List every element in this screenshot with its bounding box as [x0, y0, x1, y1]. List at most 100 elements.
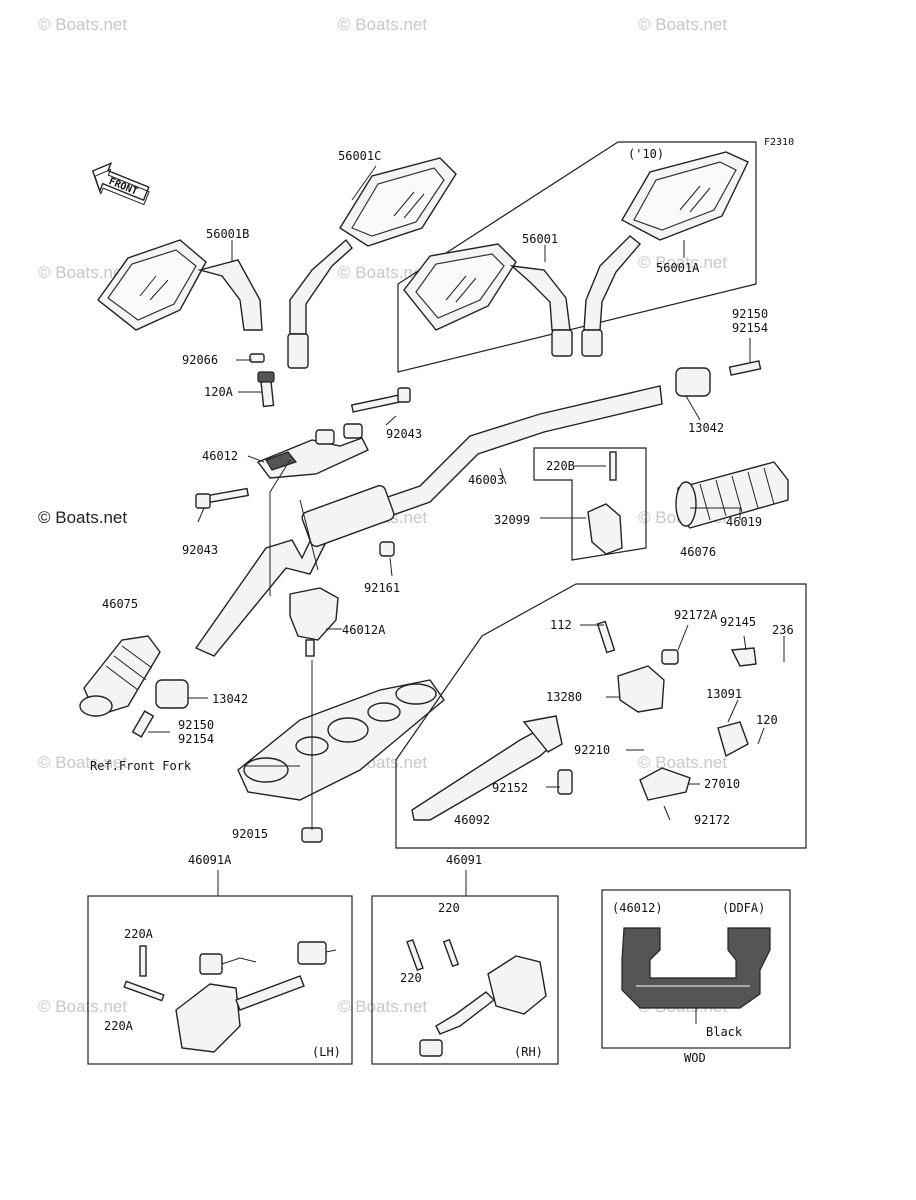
label-rh: (RH) [514, 1045, 543, 1059]
watermark: © Boats.net [638, 253, 727, 272]
label-13280: 13280 [546, 690, 582, 704]
nut-92015 [301, 827, 323, 843]
watermark: © Boats.net [38, 263, 127, 282]
label-92150-left: 92150 [178, 718, 214, 732]
label-92015: 92015 [232, 827, 268, 841]
clamp-46012-color [621, 927, 771, 1009]
front-arrow-icon: FRONT [91, 161, 150, 206]
screw-92150-left [131, 710, 155, 738]
bolt-92043-right [350, 387, 411, 413]
label-46092: 46092 [454, 813, 490, 827]
cable-guide-32099 [533, 447, 647, 561]
switch-housing-rh [419, 955, 547, 1057]
label-56001A: 56001A [656, 261, 700, 275]
weight-13042-top [675, 367, 711, 397]
label-46019: 46019 [726, 515, 762, 529]
label-56001B: 56001B [206, 227, 249, 241]
variant-10-label: ('10) [628, 147, 664, 161]
watermark: © Boats.net [638, 753, 727, 772]
label-56001: 56001 [522, 232, 558, 246]
inset-caption: WOD [684, 1051, 706, 1065]
triple-clamp [237, 679, 445, 801]
watermark: © Boats.net [38, 997, 127, 1016]
leader-lines [148, 165, 785, 830]
label-46012A: 46012A [342, 623, 386, 637]
label-120A: 120A [204, 385, 234, 399]
label-92210: 92210 [574, 743, 610, 757]
inset-code-label: (DDFA) [722, 901, 765, 915]
variant-10-box [397, 141, 757, 373]
bolt-120A [257, 371, 275, 408]
label-13091: 13091 [706, 687, 742, 701]
label-92172: 92172 [694, 813, 730, 827]
grip-46075 [79, 635, 161, 717]
label-236: 236 [772, 623, 794, 637]
label-46075: 46075 [102, 597, 138, 611]
mirror-56001 [403, 243, 573, 357]
color-inset-box [601, 889, 791, 1049]
label-46003: 46003 [468, 473, 504, 487]
label-32099: 32099 [494, 513, 530, 527]
label-220-a: 220 [438, 901, 460, 915]
label-220-b: 220 [400, 971, 422, 985]
handlebar-46003 [194, 385, 663, 657]
collar-92152 [557, 769, 573, 795]
switch-housing-lh [175, 941, 337, 1053]
label-56001C: 56001C [338, 149, 381, 163]
label-92150-top: 92150 [732, 307, 768, 321]
screw-220A-b [123, 980, 165, 1002]
switch-rh-box [371, 895, 559, 1065]
label-13042-left: 13042 [212, 692, 248, 706]
watermark-dark: © Boats.net [38, 508, 127, 527]
clamp-13091 [717, 721, 749, 758]
label-92154-top: 92154 [732, 321, 768, 335]
clamp-46012 [256, 423, 369, 479]
watermark: © Boats.net [38, 15, 127, 34]
figure-code: F2310 [764, 137, 794, 148]
lever-assembly-box [395, 583, 807, 849]
watermark: © Boats.net [338, 15, 427, 34]
label-92043-right: 92043 [386, 427, 422, 441]
screw-220A-a [139, 945, 147, 977]
label-92145: 92145 [720, 615, 756, 629]
inset-color-label: Black [706, 1025, 743, 1039]
bracket-92145 [730, 647, 757, 667]
switch-27010 [639, 767, 691, 801]
label-92154-left: 92154 [178, 732, 214, 746]
label-13042-top: 13042 [688, 421, 724, 435]
label-92066: 92066 [182, 353, 218, 367]
switch-lh-box [87, 895, 353, 1065]
lever-holder-13280 [596, 620, 679, 713]
label-92172A: 92172A [674, 608, 718, 622]
label-46012: 46012 [202, 449, 238, 463]
nut-92161 [379, 541, 395, 557]
label-46091: 46091 [446, 853, 482, 867]
label-92152: 92152 [492, 781, 528, 795]
weight-13042-left [155, 679, 189, 709]
clamp-46012A [289, 587, 339, 657]
label-120: 120 [756, 713, 778, 727]
watermark: © Boats.net [38, 753, 127, 772]
screw-92150-top [728, 360, 762, 376]
label-46091A: 46091A [188, 853, 232, 867]
label-112: 112 [550, 618, 572, 632]
screw-220-b [406, 938, 424, 972]
watermark: © Boats.net [638, 15, 727, 34]
grip-46019 [675, 461, 789, 529]
label-220A-b: 220A [104, 1019, 134, 1033]
mirror-56001B [97, 239, 263, 331]
lever-46092 [411, 715, 563, 821]
inset-part-label: (46012) [612, 901, 663, 915]
label-ref-front-fork: Ref.Front Fork [90, 759, 192, 773]
part-labels: 56001C 56001B 56001 56001A 92150 92154 9… [90, 149, 794, 841]
label-lh: (LH) [312, 1045, 341, 1059]
label-92043-left: 92043 [182, 543, 218, 557]
bolt-92043-left [195, 487, 250, 509]
mirror-56001C [287, 157, 457, 369]
watermark: © Boats.net [338, 997, 427, 1016]
label-46076: 46076 [680, 545, 716, 559]
label-220A-a: 220A [124, 927, 154, 941]
label-27010: 27010 [704, 777, 740, 791]
watermark: © Boats.net [338, 263, 427, 282]
